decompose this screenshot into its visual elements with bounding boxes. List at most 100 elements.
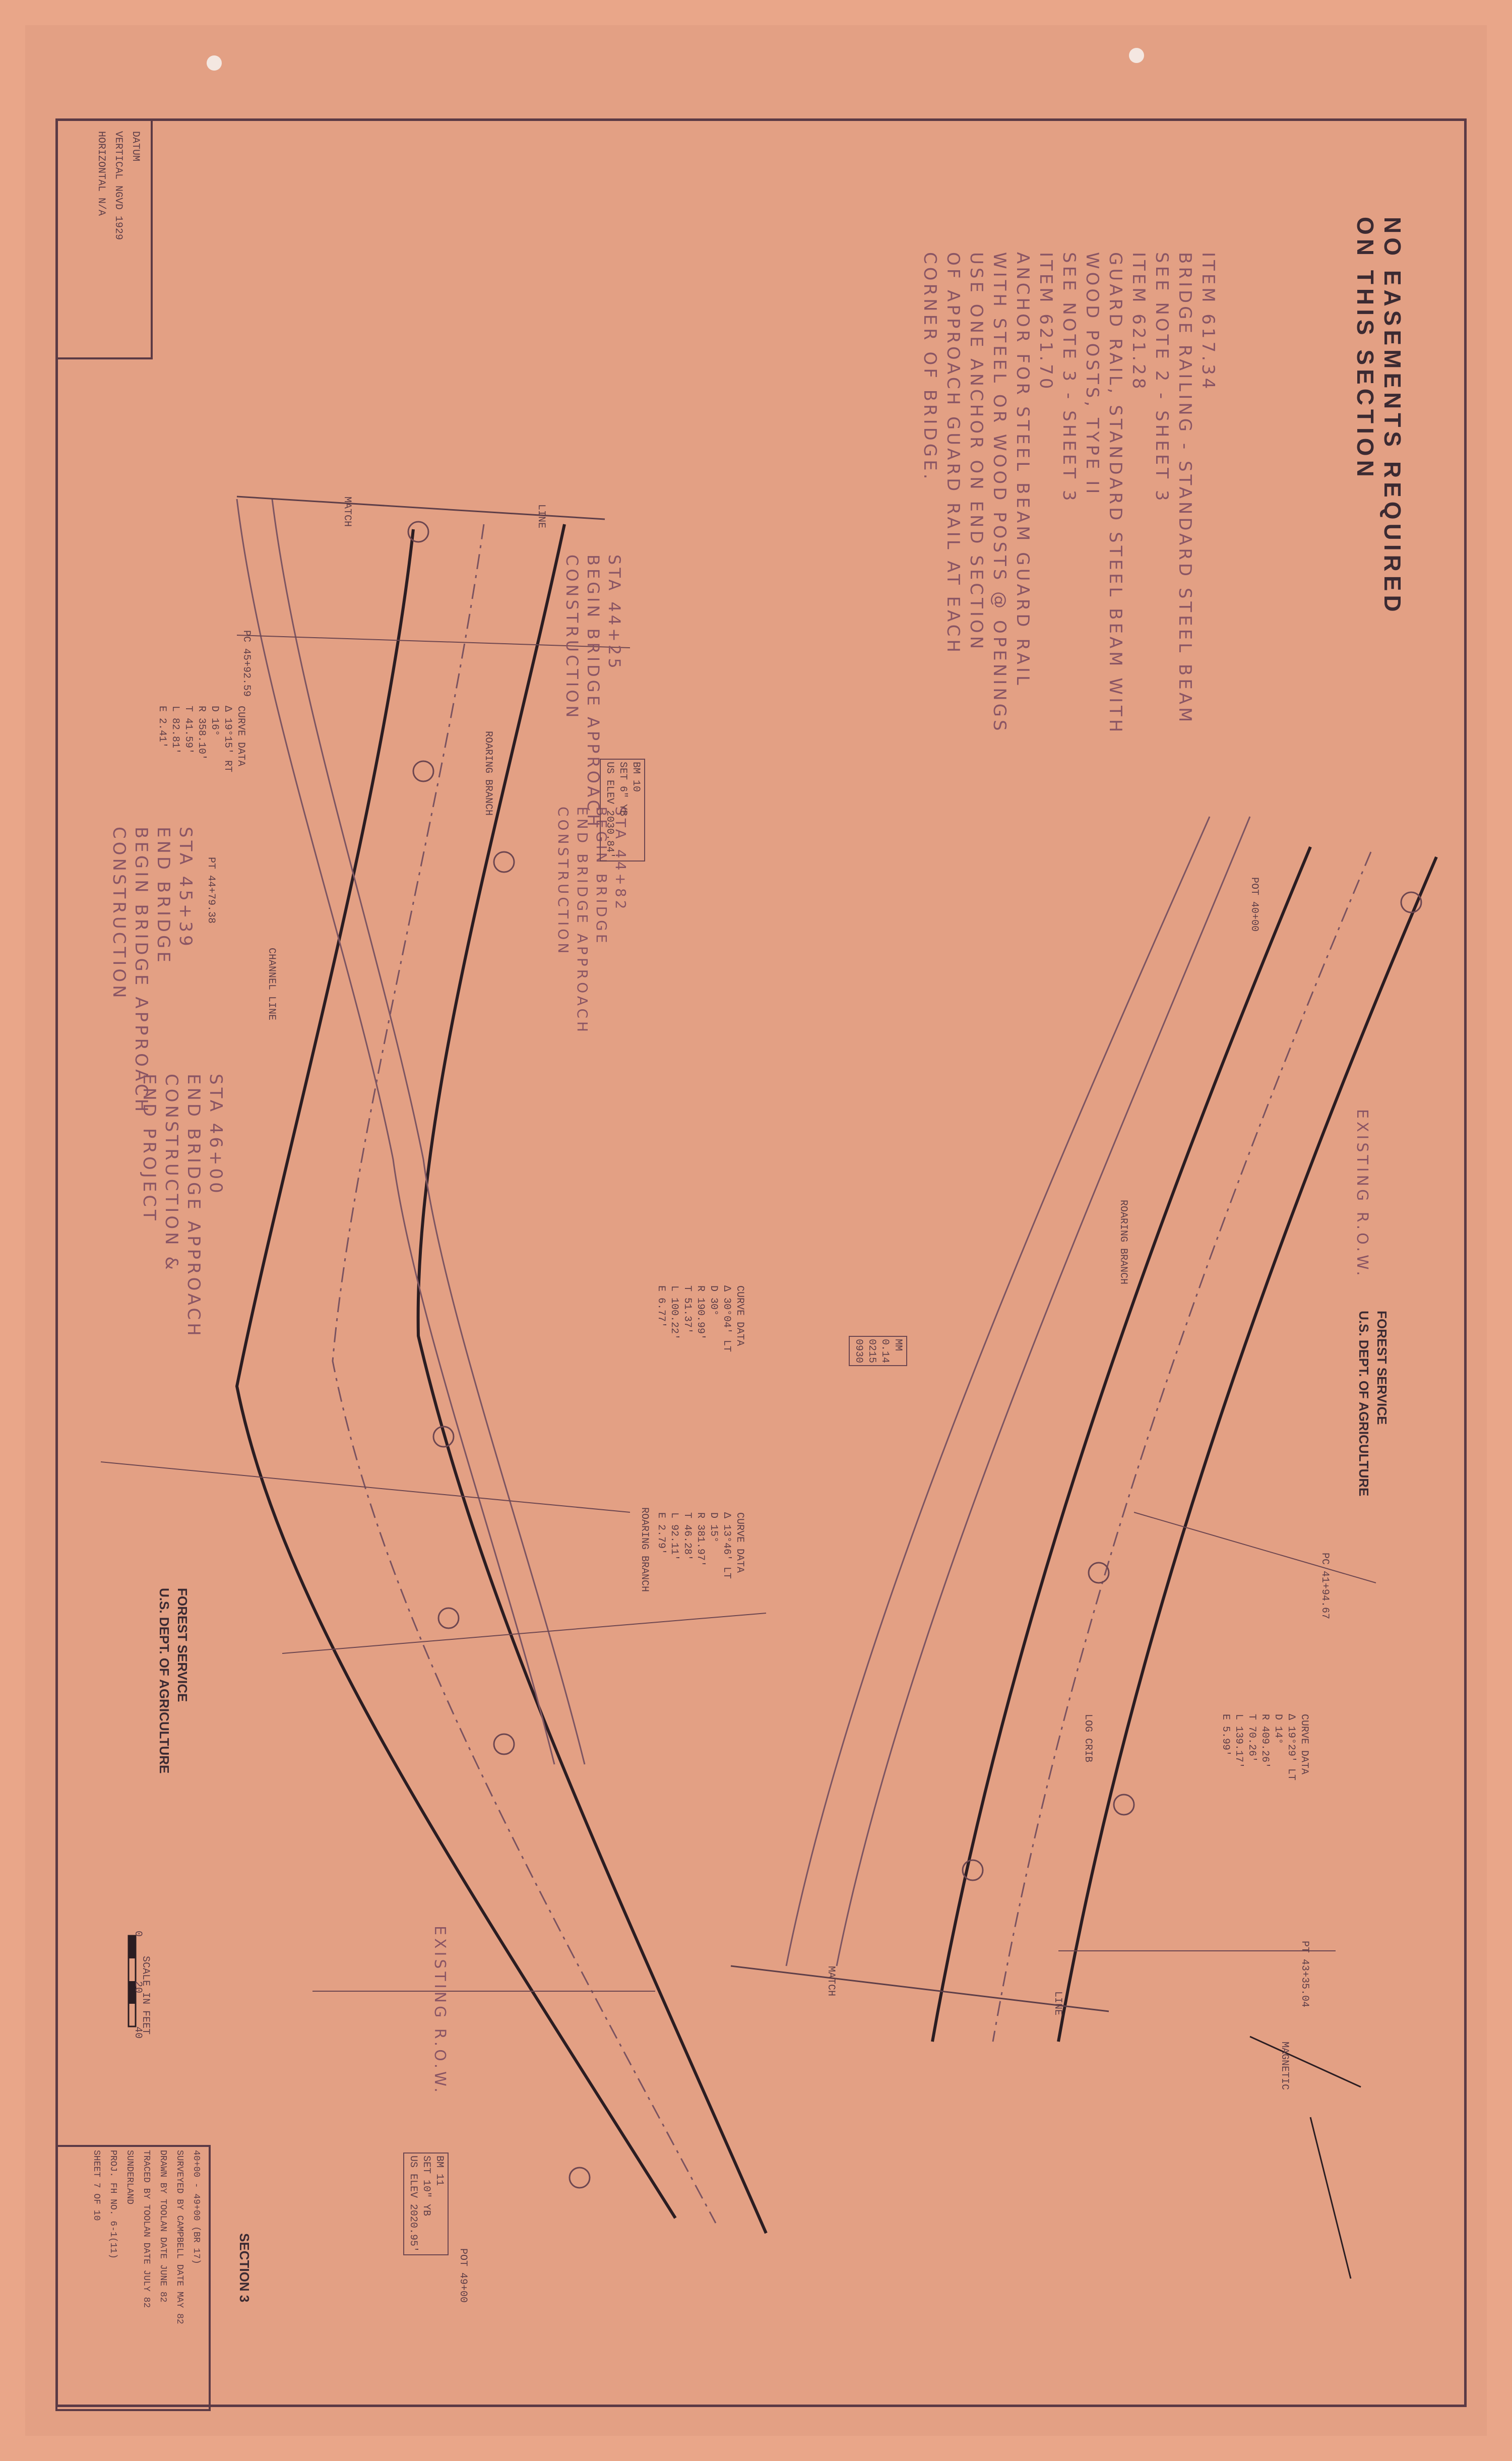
surveyed-by: SURVEYED BY CAMPBELL <box>174 2150 184 2259</box>
curve-t: T 51.37' <box>681 1285 693 1334</box>
scale-tick-40: 40 <box>132 2026 144 2039</box>
mm-value: 0215 <box>866 1339 877 1364</box>
date-drawn: DATE JUNE 82 <box>158 2237 168 2303</box>
curve-delta: Δ 13°46' LT <box>721 1512 732 1579</box>
centerline <box>332 524 717 2224</box>
station-line-3: CONSTRUCTION <box>109 827 129 1001</box>
pc-label: PC 45+92.59 <box>240 630 252 697</box>
left-road-edge <box>235 529 677 2219</box>
date-traced: DATE JULY 82 <box>141 2242 151 2308</box>
station-line <box>236 635 631 648</box>
benchmark-id: BM 11 <box>433 2156 445 2186</box>
item-621-70-desc5: CORNER OF BRIDGE. <box>920 252 940 482</box>
forest-name: SUNDERLAND <box>124 2150 135 2205</box>
right-plan-road-edge <box>1057 856 1438 2042</box>
item-621-70-desc2: WITH STEEL OR WOOD POSTS @ OPENINGS <box>989 252 1010 734</box>
curve-l: L 82.81' <box>169 706 181 755</box>
station-line-2: END BRIDGE APPROACH <box>574 807 591 1035</box>
traced-by: TRACED BY TOOLAN <box>141 2150 151 2237</box>
curve-l: L 100.22' <box>668 1285 680 1340</box>
datum-vertical-value: NGVD 1929 <box>112 186 124 240</box>
curve-d: D 16° <box>209 706 220 736</box>
datum-horizontal-value: N/A <box>95 198 107 216</box>
channel-line-label: CHANNEL LINE <box>266 948 277 1021</box>
curve-t: T 46.28' <box>681 1512 693 1561</box>
pc-label: PC 41+94.67 <box>1319 1553 1331 1620</box>
right-plan-centerline <box>992 851 1372 2042</box>
curve-e: E 5.99' <box>1220 1714 1231 1757</box>
item-621-28-desc2: WOOD POSTS, TYPE II <box>1082 252 1102 497</box>
pot-label: POT 40+00 <box>1248 877 1260 932</box>
item-notes: ITEM 617.34 BRIDGE RAILING - STANDARD ST… <box>918 252 1220 735</box>
sheet-number: SHEET 7 OF 10 <box>91 2150 101 2221</box>
curve-data-table-1: CURVE DATA Δ 19°15' RT D 16° R 358.10' T… <box>155 706 247 772</box>
station-line-3: CONSTRUCTION <box>555 807 572 957</box>
scale-tick-20: 20 <box>132 1981 144 1994</box>
agency-label-lower: FOREST SERVICE U.S. DEPT. OF AGRICULTURE <box>155 1588 192 1773</box>
notice-line-1: NO EASEMENTS REQUIRED <box>1379 217 1406 616</box>
item-617-34-note: SEE NOTE 2 - SHEET 3 <box>1152 252 1172 504</box>
north-arrow <box>1309 2117 1352 2279</box>
curve-delta: Δ 30°04' LT <box>721 1285 732 1352</box>
match-label: MATCH <box>341 497 353 527</box>
scale-tick-0: 0 <box>132 1931 144 1937</box>
curve-r: R 409.26' <box>1259 1714 1271 1769</box>
curve-e: E 2.79' <box>655 1512 667 1555</box>
agency-line-1: FOREST SERVICE <box>175 1588 190 1702</box>
station-callout-45-39: STA 45+39 END BRIDGE BEGIN BRIDGE APPROA… <box>108 827 197 1115</box>
benchmark-set: SET 6" YB <box>617 762 628 817</box>
drawn-by: DRAWN BY TOOLAN <box>158 2150 168 2232</box>
existing-row-label: EXISTING R.O.W. <box>1353 1109 1371 1279</box>
match-line <box>730 1965 1109 2012</box>
agency-label-upper: FOREST SERVICE U.S. DEPT. OF AGRICULTURE <box>1355 1311 1391 1496</box>
datum-vertical-label: VERTICAL <box>112 131 124 180</box>
punch-hole <box>1129 48 1144 63</box>
item-621-28-note: SEE NOTE 3 - SHEET 3 <box>1059 252 1079 504</box>
section-label: SECTION 3 <box>237 2233 252 2303</box>
item-617-34-desc: BRIDGE RAILING - STANDARD STEEL BEAM <box>1175 252 1195 725</box>
border-frame <box>55 118 1467 2407</box>
scale-bar-segment <box>129 1981 136 2004</box>
match-label-right: MATCH <box>825 1966 837 1997</box>
curve-data-table-2: CURVE DATA Δ 30°04' LT D 30° R 190.99' T… <box>654 1285 746 1352</box>
date-surveyed: DATE MAY 82 <box>174 2264 184 2324</box>
roaring-branch-label: ROARING BRANCH <box>1117 1200 1129 1285</box>
curve-header: CURVE DATA <box>734 1285 745 1346</box>
right-road-edge <box>416 524 768 2234</box>
item-621-70-number: ITEM 621.70 <box>1036 252 1056 392</box>
existing-row-label: EXISTING R.O.W. <box>431 1926 449 2096</box>
benchmark-set: SET 10" YB <box>420 2156 432 2217</box>
right-plan-bank <box>785 816 1211 1966</box>
datum-title: DATUM <box>130 131 141 162</box>
station-callout-46-00: STA 46+00 END BRIDGE APPROACH CONSTRUCTI… <box>138 1074 227 1339</box>
station-range: 40+00 - 49+00 (BR 17) <box>191 2150 201 2264</box>
curve-header: CURVE DATA <box>1298 1714 1310 1775</box>
curve-r: R 381.97' <box>695 1512 706 1567</box>
station-line <box>100 1461 631 1513</box>
title-block <box>55 2145 211 2411</box>
title-block-text: 40+00 - 49+00 (BR 17) SURVEYED BY CAMPBE… <box>88 2150 204 2324</box>
line-label: LINE <box>535 504 547 529</box>
station-line <box>282 1613 767 1654</box>
agency-line-2: U.S. DEPT. OF AGRICULTURE <box>157 1588 172 1774</box>
station-line-2: BEGIN BRIDGE APPROACH <box>131 827 151 1115</box>
datum-horizontal-label: HORIZONTAL <box>95 131 107 192</box>
mm-value: 0.14 <box>879 1339 891 1364</box>
datum-box <box>55 118 153 359</box>
mm-value: 0930 <box>853 1339 864 1364</box>
curve-l: L 139.17' <box>1233 1714 1244 1769</box>
curve-data-table-3: CURVE DATA Δ 13°46' LT D 15° R 381.97' T… <box>654 1512 746 1579</box>
item-617-34-number: ITEM 617.34 <box>1198 252 1218 392</box>
curve-header: CURVE DATA <box>734 1512 745 1573</box>
curve-e: E 2.41' <box>156 706 168 749</box>
roaring-branch-label: ROARING BRANCH <box>639 1507 650 1592</box>
north-arrow <box>1249 2036 1361 2088</box>
benchmark-elev: US ELEV 2030.84' <box>604 762 615 859</box>
station-line-1: END BRIDGE APPROACH <box>183 1074 204 1339</box>
right-plan-bank <box>836 816 1251 1966</box>
match-line <box>236 496 605 520</box>
benchmark-bm-11: BM 11 SET 10" YB US ELEV 2020.95' <box>403 2152 449 2256</box>
item-621-28-desc: GUARD RAIL, STANDARD STEEL BEAM WITH <box>1105 252 1125 735</box>
no-easements-notice: NO EASEMENTS REQUIRED ON THIS SECTION <box>1352 217 1406 616</box>
